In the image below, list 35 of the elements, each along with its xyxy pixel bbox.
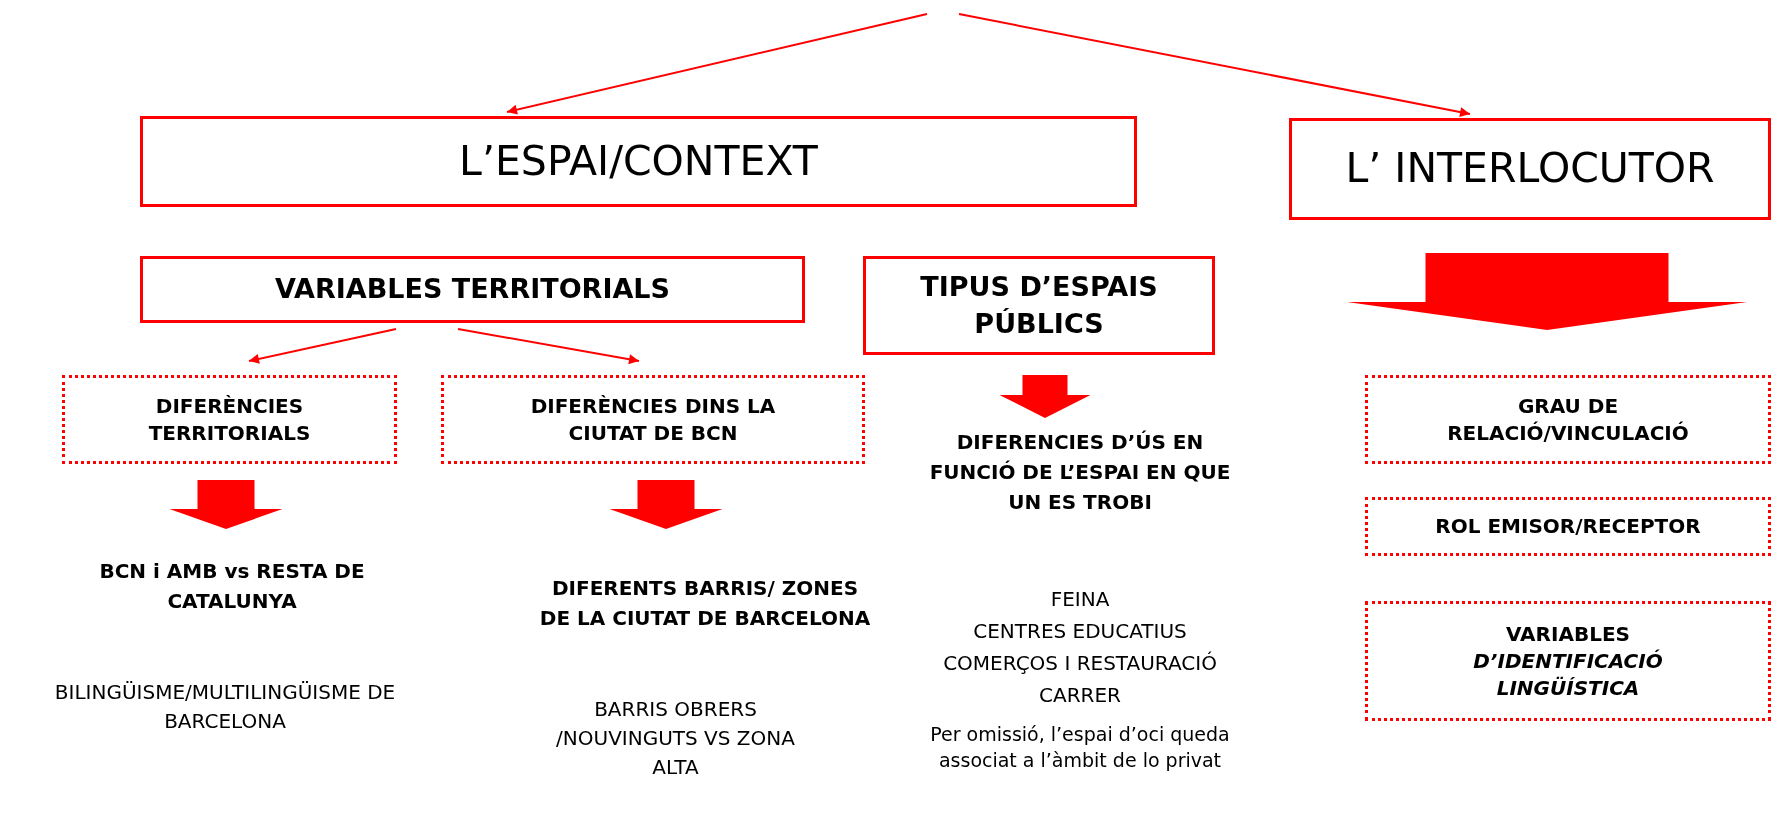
bold-text: DIFERENTS BARRIS/ ZONES DE LA CIUTAT DE BARCELONA xyxy=(535,553,875,653)
block-arrow xyxy=(169,480,283,529)
item-text: COMERÇOS I RESTAURACIÓ xyxy=(942,650,1218,677)
category-box xyxy=(863,256,1215,355)
arrow xyxy=(958,13,1471,117)
dotted-box xyxy=(1365,601,1771,721)
arrow xyxy=(248,328,397,364)
item-text: FEINA xyxy=(1049,586,1111,613)
block-arrow xyxy=(999,375,1091,418)
bold-text: DIFERENCIES D’ÚS EN FUNCIÓ DE L’ESPAI EN QUE UN ES TROBI xyxy=(915,418,1245,526)
box-title: TIPUS D’ESPAIS PÚBLICS xyxy=(919,270,1159,341)
item-text: BARRIS OBRERS /NOUVINGUTS VS ZONA ALTA xyxy=(555,696,796,781)
note-text: Per omissió, l’espai d’oci queda associat a l’àmbit de lo privat xyxy=(929,722,1231,773)
dotted-box xyxy=(62,375,397,464)
box-label: GRAU DE RELACIÓ/VINCULACIÓ xyxy=(1446,392,1690,447)
box-label: DIFERÈNCIES DINS LA CIUTAT DE BCN xyxy=(529,392,777,447)
arrow xyxy=(506,13,928,115)
bold-text: BCN i AMB vs RESTA DE CATALUNYA xyxy=(82,553,382,619)
heading-box xyxy=(140,116,1137,207)
item-text: BILINGÜISME/MULTILINGÜISME DE BARCELONA xyxy=(53,679,397,735)
block-arrow xyxy=(609,480,723,529)
arrow xyxy=(457,328,640,365)
box-label: DIFERÈNCIES TERRITORIALS xyxy=(147,392,312,447)
box-title: VARIABLES TERRITORIALS xyxy=(275,272,670,307)
box-label: ROL EMISOR/RECEPTOR xyxy=(1435,513,1701,540)
heading-box xyxy=(1289,118,1771,220)
box-title: L’ INTERLOCUTOR xyxy=(1345,143,1715,195)
category-box xyxy=(140,256,805,323)
dotted-box xyxy=(1365,375,1771,464)
item-text: CENTRES EDUCATIUS xyxy=(972,618,1188,645)
dotted-box xyxy=(1365,497,1771,556)
box-label: VARIABLES D’IDENTIFICACIÓ LINGÜÍSTICA xyxy=(1472,620,1664,702)
dotted-box xyxy=(441,375,865,464)
box-title: L’ESPAI/CONTEXT xyxy=(459,135,818,187)
item-text: CARRER xyxy=(1038,682,1122,709)
